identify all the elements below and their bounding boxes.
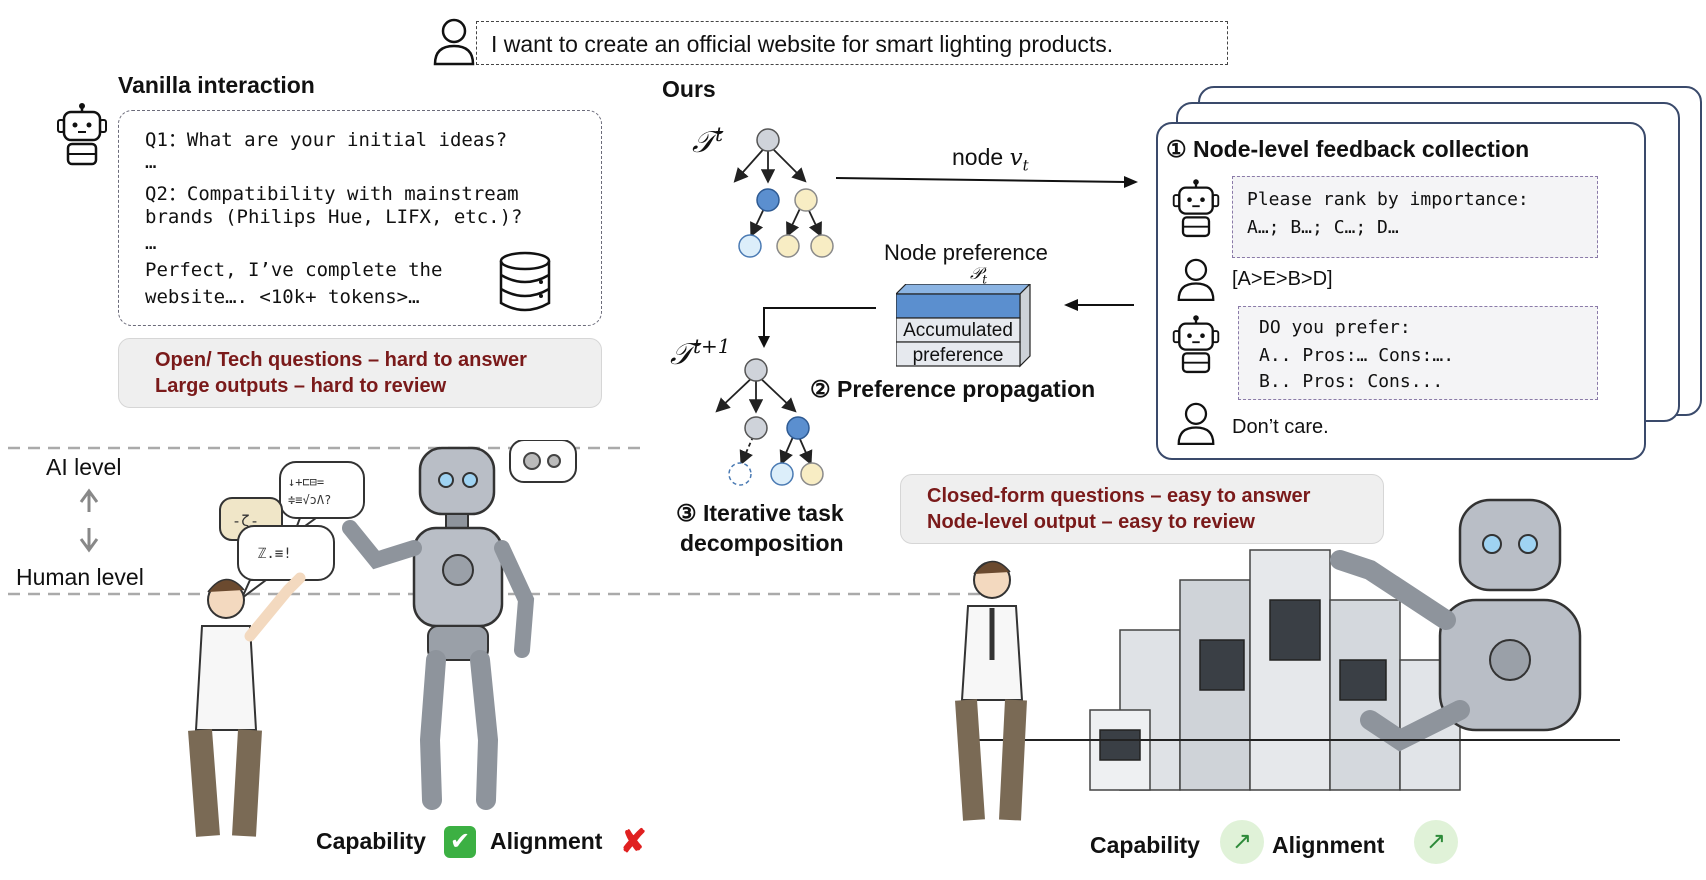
- tree-t-sup: t: [714, 122, 724, 146]
- node-label-text: node: [952, 144, 1010, 170]
- human-level-divider: [8, 592, 1008, 596]
- robot-icon: [1172, 315, 1220, 374]
- trend-up-icon: ↗: [1220, 820, 1264, 864]
- vanilla-line-1: Q1：What are your initial ideas?: [145, 129, 508, 151]
- closed-form-box: Closed-form questions – easy to answer N…: [900, 474, 1384, 544]
- tree-node-new: [728, 462, 752, 486]
- feedback-card: [1156, 122, 1646, 460]
- tree-t-symbol: 𝒯: [692, 125, 715, 160]
- tree-t1-symbol: 𝒯: [670, 337, 693, 372]
- feedback-to-preference-arrow: [1064, 299, 1134, 311]
- closed-form-line-2: Node-level output – easy to review: [927, 511, 1255, 533]
- tree-node: [756, 188, 780, 212]
- tree-t-label: 𝒯t: [692, 122, 723, 160]
- step2-label: ② Preference propagation: [810, 376, 1096, 402]
- svg-text:≑≡√ɔΛ?: ≑≡√ɔΛ?: [288, 493, 331, 507]
- propagation-arrow: [758, 307, 876, 348]
- human-robot-illustration-right: [955, 498, 1620, 821]
- capability-label-right: Capability: [1090, 832, 1200, 858]
- tree-node: [776, 234, 800, 258]
- tree-node-root: [756, 128, 780, 152]
- vanilla-line-7: website…. <10k+ tokens>…: [145, 286, 420, 308]
- node-vt-label: node vt: [952, 144, 1029, 175]
- rank-question-line-2: A…; B…; C…; D…: [1247, 217, 1399, 238]
- vanilla-line-3: Q2：Compatibility with mainstream: [145, 183, 519, 205]
- vanilla-warning-box: Open/ Tech questions – hard to answer La…: [118, 338, 602, 408]
- prefer-question-line-3: B.. Pros: Cons...: [1259, 371, 1444, 392]
- rank-question-box: Please rank by importance: A…; B…; C…; D…: [1232, 176, 1598, 258]
- tree-node: [800, 462, 824, 486]
- node-arrow: [836, 176, 1138, 188]
- accumulated-preference-stack: [896, 284, 1031, 368]
- preference-symbol: 𝒫t: [970, 264, 987, 286]
- trend-up-icon: ↗: [1414, 820, 1458, 864]
- tree-node: [738, 234, 762, 258]
- vanilla-warning-2: Large outputs – hard to review: [155, 375, 447, 397]
- tree-node: [786, 416, 810, 440]
- node-var-sub: t: [1022, 156, 1029, 175]
- alignment-label-left: Alignment: [490, 828, 603, 854]
- prefer-question-line-1: DO you prefer:: [1259, 317, 1411, 338]
- svg-text:ℤ.≡!: ℤ.≡!: [258, 546, 292, 562]
- robot-icon: [57, 103, 107, 166]
- user-icon: [433, 18, 475, 66]
- feedback-title: ① Node-level feedback collection: [1166, 136, 1530, 162]
- tree-node-root: [744, 358, 768, 382]
- check-icon: ✔: [444, 826, 476, 858]
- tree-node: [794, 188, 818, 212]
- preference-symbol-text: 𝒫: [970, 264, 983, 284]
- accumulated-label-1: Accumulated: [903, 320, 1013, 341]
- human-robot-illustration-left: ↓+⊏⊟= ≑≡√ɔΛ? -ζ- ℤ.≡!: [188, 440, 577, 837]
- tree-node: [810, 234, 834, 258]
- prefer-question-box: DO you prefer: A.. Pros:… Cons:…. B.. Pr…: [1238, 306, 1598, 400]
- rank-answer: [A>E>B>D]: [1232, 268, 1333, 290]
- task-tree-t1: [715, 358, 824, 486]
- user-icon: [1177, 258, 1215, 302]
- step3-label-1: ③ Iterative task: [676, 500, 844, 526]
- preference-symbol-sub: t: [982, 272, 988, 287]
- ai-level-divider: [8, 446, 648, 450]
- tree-t1-label: 𝒯t+1: [670, 334, 731, 372]
- accumulated-label-2: preference: [912, 345, 1004, 366]
- vanilla-line-6: Perfect, I’ve complete the: [145, 259, 443, 281]
- human-level-label: Human level: [16, 564, 144, 590]
- prefer-question-line-2: A.. Pros:… Cons:….: [1259, 345, 1455, 366]
- node-var: v: [1009, 145, 1023, 171]
- vanilla-line-5: …: [145, 232, 157, 254]
- level-arrows-icon: [79, 488, 99, 553]
- tree-t1-sup: t+1: [692, 334, 731, 358]
- rank-question-line-1: Please rank by importance:: [1247, 189, 1529, 210]
- tree-node: [770, 462, 794, 486]
- tree-node: [744, 416, 768, 440]
- capability-label-left: Capability: [316, 828, 426, 854]
- vanilla-warning-1: Open/ Tech questions – hard to answer: [155, 349, 527, 371]
- vanilla-line-2: …: [145, 151, 157, 173]
- database-icon: [499, 251, 551, 312]
- robot-icon: [1172, 179, 1220, 238]
- user-prompt: I want to create an official website for…: [476, 21, 1228, 65]
- svg-text:↓+⊏⊟=: ↓+⊏⊟=: [288, 475, 324, 489]
- step3-label-2: decomposition: [680, 530, 844, 556]
- user-icon: [1177, 402, 1215, 446]
- task-tree-t: [733, 128, 834, 258]
- vanilla-title: Vanilla interaction: [118, 72, 315, 98]
- ai-level-label: AI level: [46, 454, 122, 480]
- vanilla-line-4: brands (Philips Hue, LIFX, etc.)?: [145, 206, 523, 228]
- cross-icon: ✘: [620, 823, 647, 859]
- closed-form-line-1: Closed-form questions – easy to answer: [927, 485, 1311, 507]
- ours-title: Ours: [662, 76, 716, 102]
- alignment-label-right: Alignment: [1272, 832, 1385, 858]
- prefer-answer: Don’t care.: [1232, 416, 1329, 438]
- node-preference-label: Node preference: [884, 240, 1048, 265]
- vanilla-dialogue-box: Q1：What are your initial ideas? … Q2：Com…: [118, 110, 602, 326]
